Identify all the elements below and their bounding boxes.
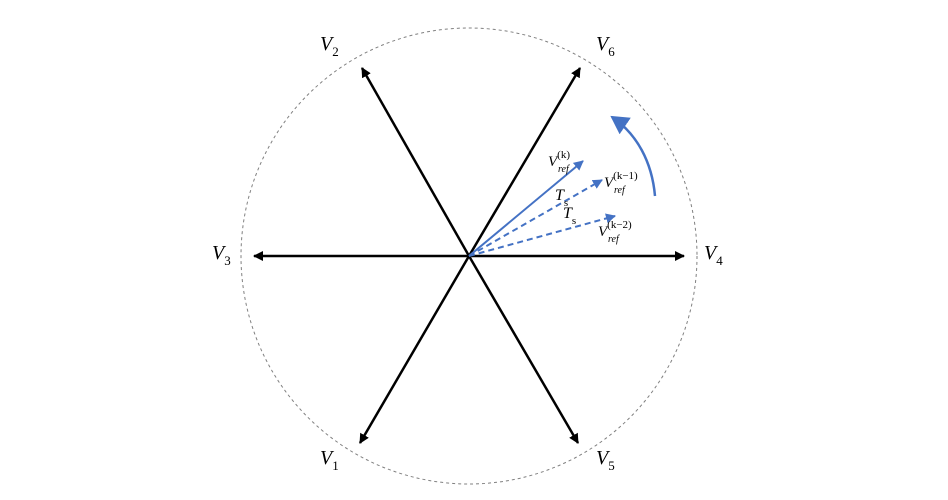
label-ts-2: Ts [563, 205, 576, 227]
vref-k-1-arrow [468, 179, 603, 257]
label-vref-k-1-sub: ref [614, 185, 626, 196]
label-vref-k: V(k) [548, 149, 570, 170]
label-v3: V3 [212, 242, 231, 268]
vector-v5-arrow [467, 255, 580, 444]
label-vref-k-1: V(k−1) [604, 170, 638, 191]
label-v2: V2 [320, 33, 339, 59]
label-v1: V1 [320, 447, 339, 473]
vector-v2-arrow [360, 67, 471, 257]
rotation-arc-arrow [610, 115, 657, 197]
vref-k-arrow [468, 160, 584, 257]
boundary-circle [240, 27, 698, 485]
vref-k-2-arrow [468, 213, 616, 257]
label-vref-k-2: V(k−2) [598, 219, 632, 240]
vector-v1-arrow [358, 255, 471, 444]
label-vref-k-sub: ref [558, 164, 570, 175]
label-ts-1: Ts [555, 187, 568, 209]
vector-v6-arrow [467, 67, 582, 257]
label-vref-k-2-sub: ref [608, 234, 620, 245]
label-v6: V6 [596, 33, 615, 59]
label-v4: V4 [704, 242, 723, 268]
label-v5: V5 [596, 447, 615, 473]
